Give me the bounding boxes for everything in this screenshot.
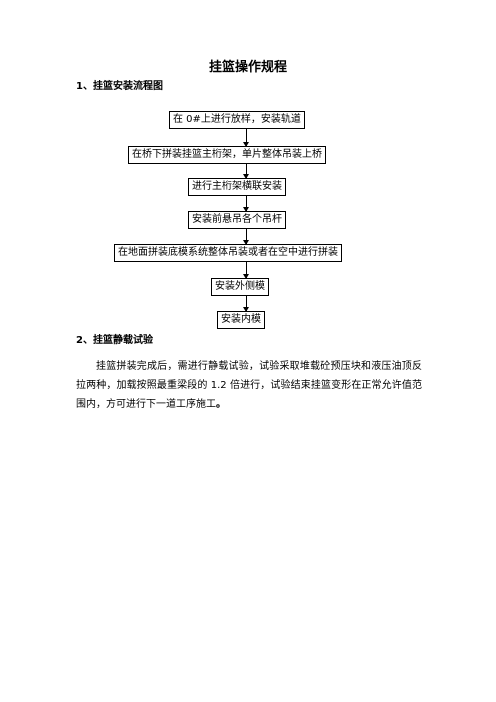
flow-step-7: 安装内模: [217, 311, 265, 329]
flow-step-5: 在地面拼装底模系统整体吊装或者在空中进行拼装: [114, 244, 342, 262]
page-title: 挂篮操作规程: [208, 60, 287, 75]
flow-arrow-6: [243, 296, 249, 312]
paragraph-text: 挂篮拼装完成后，需进行静载试验，试验采取堆载砼预压块和液压油顶反拉两种，加载按照…: [76, 361, 422, 410]
flow-arrow-2: [243, 164, 249, 179]
flow-step-3: 进行主桁架横联安装: [188, 178, 286, 196]
flow-arrow-4: [243, 229, 249, 245]
paragraph-period: 。: [216, 399, 226, 410]
flow-step-2: 在桥下拼装挂篮主桁架，单片整体吊装上桥: [128, 146, 326, 164]
flow-step-6: 安装外侧模: [211, 278, 269, 296]
flow-arrow-1: [243, 129, 249, 147]
flow-arrow-3: [243, 196, 249, 212]
static-load-test-paragraph: 挂篮拼装完成后，需进行静载试验，试验采取堆载砼预压块和液压油顶反拉两种，加载按照…: [76, 357, 422, 414]
flowchart: 在 0#上进行放样，安装轨道 在桥下拼装挂篮主桁架，单片整体吊装上桥 进行主桁架…: [0, 108, 496, 334]
flow-step-1: 在 0#上进行放样，安装轨道: [169, 111, 305, 129]
flow-arrow-5: [243, 262, 249, 279]
flow-step-4: 安装前悬吊各个吊杆: [188, 211, 286, 229]
section-heading-static-load-test: 2、挂篮静载试验: [76, 335, 153, 346]
section-heading-install-flow: 1、挂篮安装流程图: [76, 81, 163, 92]
